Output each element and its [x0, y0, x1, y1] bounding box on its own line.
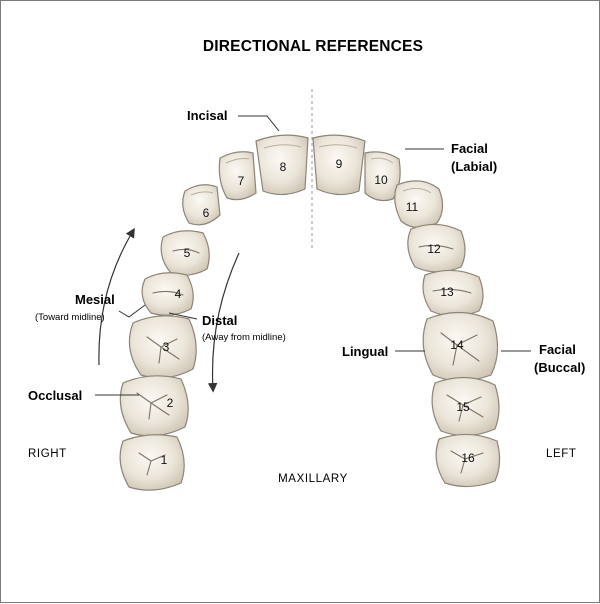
tooth-number: 3 — [163, 340, 170, 354]
tooth-number: 16 — [461, 451, 475, 465]
tooth-14: 14 — [423, 312, 497, 381]
label-mesial: Mesial — [75, 292, 115, 307]
tooth-number: 12 — [427, 242, 441, 256]
tooth-number: 15 — [456, 400, 470, 414]
tooth-6: 6 — [183, 185, 220, 225]
label-incisal: Incisal — [187, 108, 227, 123]
tooth-7: 7 — [219, 152, 256, 200]
tooth-number: 5 — [184, 246, 191, 260]
diagram-title: DIRECTIONAL REFERENCES — [203, 38, 423, 55]
tooth-15: 15 — [432, 377, 499, 435]
tooth-number: 13 — [440, 285, 454, 299]
tooth-1: 1 — [120, 435, 184, 490]
tooth-number: 2 — [167, 396, 174, 410]
label-occlusal: Occlusal — [28, 388, 82, 403]
tooth-number: 11 — [406, 200, 419, 214]
label-facial-labial-sub: (Labial) — [451, 159, 497, 174]
mesial-leader — [119, 305, 145, 317]
tooth-13: 13 — [423, 270, 483, 316]
label-left: LEFT — [546, 448, 577, 460]
label-facial-labial: Facial — [451, 141, 488, 156]
label-lingual: Lingual — [342, 344, 388, 359]
tooth-number: 4 — [175, 287, 182, 301]
tooth-number: 14 — [450, 338, 464, 352]
label-distal: Distal — [202, 313, 237, 328]
label-distal-sub: (Away from midline) — [202, 332, 286, 343]
tooth-12: 12 — [408, 224, 465, 272]
tooth-number: 10 — [374, 173, 388, 187]
tooth-9: 9 — [313, 135, 365, 194]
tooth-4: 4 — [142, 273, 193, 316]
tooth-16: 16 — [436, 434, 499, 486]
tooth-number: 9 — [336, 157, 343, 171]
tooth-5: 5 — [161, 231, 209, 276]
tooth-3: 3 — [129, 316, 196, 378]
tooth-8: 8 — [256, 135, 308, 194]
label-right: RIGHT — [28, 448, 67, 460]
tooth-number: 1 — [161, 453, 168, 467]
label-facial-buccal-sub: (Buccal) — [534, 360, 585, 375]
label-facial-buccal: Facial — [539, 342, 576, 357]
label-maxillary: MAXILLARY — [278, 473, 348, 485]
incisal-leader — [238, 116, 279, 131]
tooth-number: 6 — [203, 206, 210, 220]
tooth-2: 2 — [120, 376, 188, 436]
tooth-number: 7 — [238, 174, 245, 188]
tooth-11: 11 — [395, 181, 443, 228]
tooth-number: 8 — [280, 160, 287, 174]
label-mesial-sub: (Toward midline) — [35, 312, 105, 323]
